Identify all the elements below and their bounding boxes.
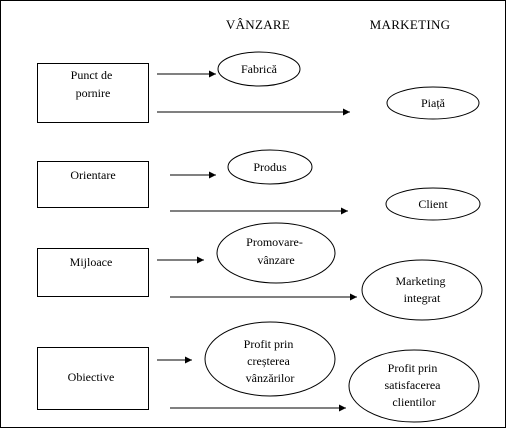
stage-box — [37, 347, 149, 410]
sales-label: Profit prin creșterea vânzărilor — [244, 337, 297, 385]
marketing-ellipse — [361, 259, 483, 321]
sales-ellipse — [227, 149, 313, 185]
row-objectives: Obiective Profit prin creșterea vânzăril… — [37, 321, 480, 423]
row-starting-point: Punct de pornire Fabrică Piață — [37, 51, 480, 123]
marketing-label: Marketing integrat — [396, 274, 449, 305]
marketing-label: Piață — [421, 96, 446, 110]
sales-ellipse — [217, 51, 301, 87]
row-orientation: Orientare Produs Client — [37, 149, 481, 221]
stage-box — [37, 248, 149, 297]
stage-label: Mijloace — [70, 255, 113, 269]
sales-ellipse — [204, 321, 336, 397]
stage-label: Orientare — [70, 168, 115, 182]
stage-label: Obiective — [68, 370, 115, 384]
sales-label: Fabrică — [241, 62, 278, 76]
stage-label: Punct de pornire — [71, 68, 116, 100]
header-sales: VÂNZARE — [226, 17, 290, 32]
stage-box — [37, 161, 149, 208]
header-marketing: MARKETING — [370, 17, 451, 32]
marketing-label: Profit prin satisfacerea clientilor — [385, 361, 444, 409]
marketing-ellipse — [348, 349, 480, 423]
sales-ellipse — [216, 222, 336, 284]
marketing-label: Client — [418, 197, 448, 211]
stage-box — [37, 63, 149, 123]
marketing-ellipse — [386, 86, 480, 120]
sales-label: Produs — [253, 160, 287, 174]
sales-label: Promovare- vânzare — [246, 235, 306, 267]
row-means: Mijloace Promovare- vânzare Marketing in… — [37, 222, 483, 321]
marketing-ellipse — [385, 187, 481, 221]
